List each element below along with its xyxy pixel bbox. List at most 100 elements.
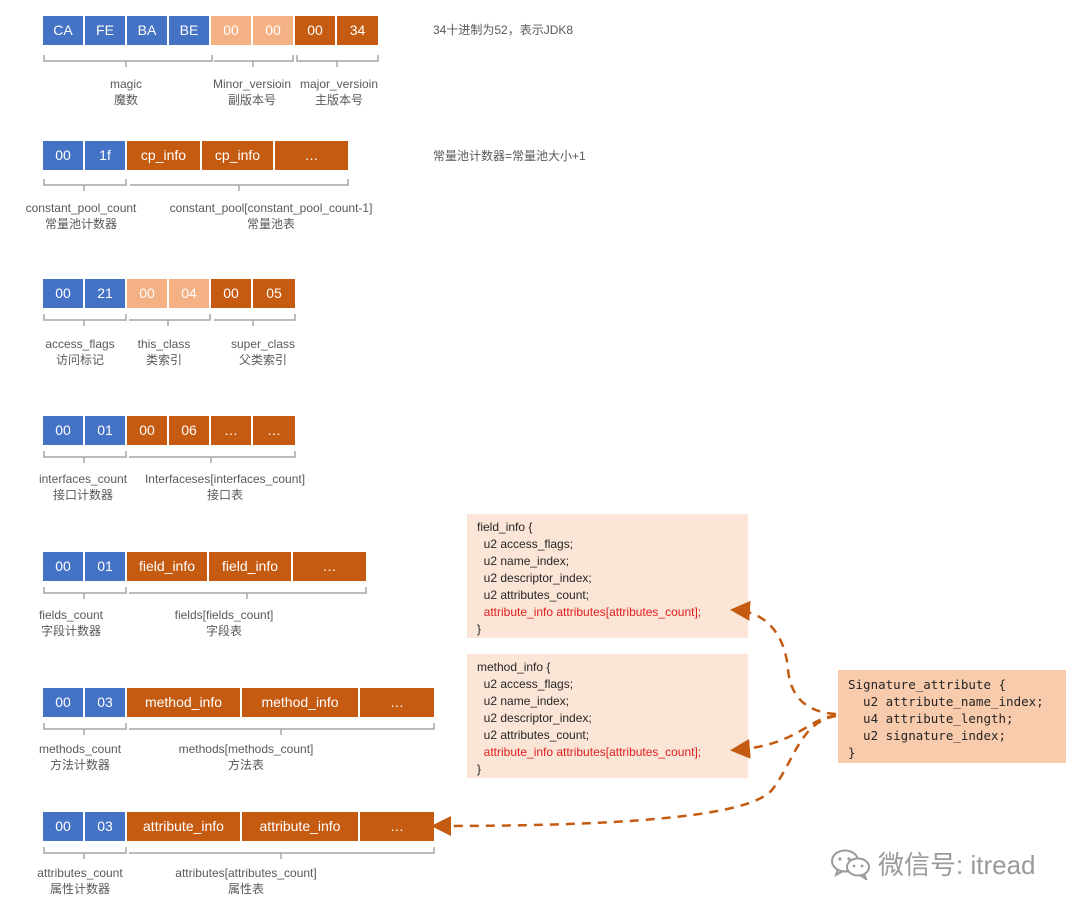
code-line: Signature_attribute {: [848, 677, 1007, 692]
watermark-text: 微信号: itread: [878, 850, 1036, 880]
byte-cell: 21: [85, 279, 127, 308]
byte-cell: …: [293, 552, 366, 581]
code-line: }: [477, 622, 482, 636]
group-label-cn: 魔数: [113, 93, 139, 107]
group-label: Interfaceses[interfaces_count]: [144, 472, 306, 486]
group-brace: [43, 723, 435, 735]
byte-cell: 03: [85, 812, 127, 841]
byte-cell: FE: [85, 16, 127, 45]
code-line: u2 attribute_name_index;: [848, 694, 1044, 709]
group-label: attributes[attributes_count]: [175, 866, 317, 880]
group-label: attributes_count: [37, 866, 123, 880]
code-line: u2 attributes_count;: [477, 588, 590, 602]
byte-cell: 00: [43, 688, 85, 717]
fields-row: 00 01 field_info field_info …: [43, 552, 366, 581]
byte-cell: 06: [169, 416, 211, 445]
group-label: constant_pool_count: [25, 201, 137, 215]
byte-cell: cp_info: [202, 141, 275, 170]
group-brace: [43, 847, 435, 859]
group-label: interfaces_count: [38, 472, 128, 486]
byte-cell: method_info: [242, 688, 360, 717]
highlighted-code-line: attribute_info attributes[attributes_cou…: [477, 605, 702, 619]
group-label-cn: 字段表: [205, 624, 243, 638]
code-line: u4 attribute_length;: [848, 711, 1014, 726]
wechat-icon: [831, 849, 870, 880]
group-label-cn: 方法计数器: [49, 758, 111, 772]
byte-cell: 00: [253, 16, 295, 45]
magic-row: CA FE BA BE 00 00 00 34: [43, 16, 378, 45]
method-info-box: method_info { u2 access_flags; u2 name_i…: [467, 654, 748, 778]
byte-cell: 03: [85, 688, 127, 717]
byte-cell: field_info: [209, 552, 293, 581]
byte-cell: 01: [85, 552, 127, 581]
group-label-cn: 访问标记: [55, 353, 105, 367]
code-line: u2 descriptor_index;: [477, 571, 592, 585]
byte-cell: 34: [337, 16, 378, 45]
byte-cell: cp_info: [127, 141, 202, 170]
byte-cell: 00: [43, 812, 85, 841]
group-label: methods[methods_count]: [178, 742, 314, 756]
signature-attribute-box: Signature_attribute { u2 attribute_name_…: [838, 670, 1066, 763]
constant-pool-row: 00 1f cp_info cp_info …: [43, 141, 348, 170]
byte-cell: 00: [43, 279, 85, 308]
group-label: fields_count: [38, 608, 104, 622]
group-label: super_class: [230, 337, 296, 351]
group-label-cn: 方法表: [227, 758, 265, 772]
code-line: u2 descriptor_index;: [477, 711, 592, 725]
code-line: u2 access_flags;: [477, 537, 574, 551]
watermark: 微信号: itread: [830, 845, 1036, 882]
group-label-cn: 属性计数器: [49, 882, 111, 896]
access-row: 00 21 00 04 00 05: [43, 279, 295, 308]
code-line: u2 name_index;: [477, 554, 570, 568]
attributes-row: 00 03 attribute_info attribute_info …: [43, 812, 434, 841]
group-brace: [43, 587, 367, 599]
byte-cell: 00: [127, 279, 169, 308]
group-label: Minor_versioin: [212, 77, 292, 91]
group-label: magic: [109, 77, 143, 91]
group-label-cn: 常量池计数器: [44, 217, 118, 231]
group-label: this_class: [137, 337, 191, 351]
byte-cell: 00: [43, 416, 85, 445]
byte-cell: BA: [127, 16, 169, 45]
group-label: major_versioin: [299, 77, 379, 91]
arrow-to-field-info: [730, 600, 837, 716]
byte-cell: …: [360, 812, 434, 841]
byte-cell: 00: [211, 16, 253, 45]
group-label-cn: 接口计数器: [52, 488, 114, 502]
byte-cell: 00: [211, 279, 253, 308]
byte-cell: 1f: [85, 141, 127, 170]
byte-cell: 04: [169, 279, 211, 308]
arrow-to-method-info: [730, 714, 837, 759]
row-note: 常量池计数器=常量池大小+1: [433, 149, 586, 163]
code-line: u2 attributes_count;: [477, 728, 590, 742]
group-label: constant_pool[constant_pool_count-1]: [169, 201, 373, 215]
group-label-cn: 常量池表: [246, 217, 296, 231]
group-brace: [43, 55, 379, 67]
byte-cell: 01: [85, 416, 127, 445]
group-label-cn: 接口表: [206, 488, 244, 502]
code-line: u2 signature_index;: [848, 728, 1007, 743]
byte-cell: …: [275, 141, 348, 170]
byte-cell: 00: [127, 416, 169, 445]
byte-cell: …: [253, 416, 295, 445]
group-brace: [43, 451, 296, 463]
group-label: methods_count: [38, 742, 122, 756]
byte-cell: CA: [43, 16, 85, 45]
group-label-cn: 属性表: [227, 882, 265, 896]
byte-cell: 00: [43, 552, 85, 581]
group-label: fields[fields_count]: [174, 608, 274, 622]
highlighted-code-line: attribute_info attributes[attributes_cou…: [477, 745, 702, 759]
group-label: access_flags: [45, 337, 115, 351]
byte-cell: …: [360, 688, 434, 717]
byte-cell: 05: [253, 279, 295, 308]
byte-cell: method_info: [127, 688, 242, 717]
byte-cell: field_info: [127, 552, 209, 581]
byte-cell: 00: [295, 16, 337, 45]
group-label-cn: 主版本号: [314, 93, 364, 107]
byte-cell: attribute_info: [127, 812, 242, 841]
row-note: 34十进制为52，表示JDK8: [433, 23, 574, 37]
field-info-box: field_info { u2 access_flags; u2 name_in…: [467, 514, 748, 638]
group-label-cn: 副版本号: [227, 93, 277, 107]
group-brace: [43, 179, 349, 191]
byte-cell: attribute_info: [242, 812, 360, 841]
